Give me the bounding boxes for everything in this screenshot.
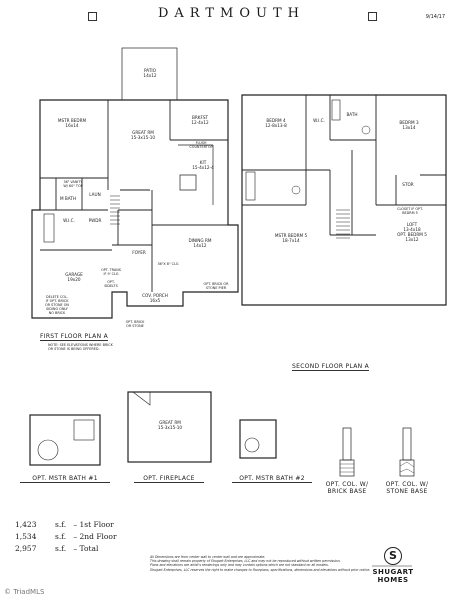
note-opt-trans: OPT. TRANS IF 9' CLG bbox=[101, 268, 121, 276]
note-opt-brick-pier: OPT. BRICK OR STONE PIER bbox=[203, 282, 229, 290]
opt-fireplace-room: GREAT RM 15-3x15-10 bbox=[157, 420, 183, 430]
sqft-unit: s.f. bbox=[55, 520, 67, 529]
room-brkfst: BRKFST 12-4x12 bbox=[191, 115, 209, 125]
room-bath-2nd: BATH bbox=[346, 112, 358, 117]
watermark: © TriadMLS bbox=[4, 588, 45, 596]
room-kit: KIT 15-4x12-4 bbox=[192, 160, 214, 170]
room-mbath: M BATH bbox=[59, 196, 77, 201]
first-floor-caption: FIRST FLOOR PLAN A bbox=[40, 333, 108, 341]
room-dining: DINING RM 14x12 bbox=[188, 238, 212, 248]
revision-date: 9/14/17 bbox=[425, 14, 445, 20]
opt-fireplace-caption: OPT. FIREPLACE bbox=[134, 475, 204, 483]
note-cloth-rods: 36"X 8" CLG bbox=[157, 262, 179, 266]
room-bedrm3: BEDRM 3 13x14 bbox=[399, 120, 419, 130]
room-wic-2nd: W.I.C. bbox=[313, 118, 325, 123]
plan-title: DARTMOUTH bbox=[158, 6, 305, 21]
room-great-rm: GREAT RM 15-3x15-10 bbox=[130, 130, 156, 140]
opt-col-brick-caption: OPT. COL. W/ BRICK BASE bbox=[325, 481, 369, 495]
opt-mstr-bath-1-outline bbox=[29, 414, 101, 466]
note-opt-brick-stone: OPT. BRICK OR STONE bbox=[125, 320, 145, 328]
title-ornament-left-icon bbox=[88, 12, 97, 21]
room-patio: PATIO 14x12 bbox=[143, 68, 157, 78]
sqft-value: 1,423 bbox=[15, 520, 37, 529]
opt-fireplace-outline bbox=[127, 391, 212, 463]
col-stone-drawing bbox=[402, 427, 412, 461]
room-laun: LAUN bbox=[89, 192, 101, 197]
patio-outline bbox=[121, 47, 178, 101]
note-opt-sidelts: OPT. SIDELTS bbox=[104, 280, 118, 288]
room-foyer: FOYER bbox=[132, 250, 146, 255]
room-wic: W.I.C. bbox=[63, 218, 75, 223]
sqft-unit: s.f. bbox=[55, 544, 67, 553]
room-loft: LOFT 13-4x18 OPT. BEDRM 5 13x12 bbox=[397, 222, 427, 242]
disclaimer: All Dimensions are from center wall to c… bbox=[150, 555, 371, 572]
shugart-logo-icon: S bbox=[384, 547, 402, 565]
sqft-value: 1,534 bbox=[15, 532, 37, 541]
title-ornament-right-icon bbox=[368, 12, 377, 21]
room-pwdr: PWDR bbox=[88, 218, 102, 223]
room-mstr-bedrm-2nd: MSTR BEDRM 5 18-7x14 bbox=[274, 233, 308, 243]
brand-name: SHUGART HOMES bbox=[372, 568, 414, 584]
opt-mstr-bath-2-caption: OPT. MSTR BATH #2 bbox=[232, 475, 312, 483]
sqft-label: 1st Floor bbox=[79, 520, 114, 529]
first-floor-note: NOTE: SEE ELEVATIONS WHERE BRICK OR STON… bbox=[48, 343, 113, 351]
room-stor: STOR bbox=[402, 182, 414, 187]
room-garage: GARAGE 19x20 bbox=[65, 272, 83, 282]
sqft-label: 2nd Floor bbox=[79, 532, 117, 541]
opt-mstr-bath-2-outline bbox=[239, 419, 277, 459]
col-brick-drawing bbox=[342, 427, 352, 461]
second-floor-outline bbox=[241, 94, 447, 306]
opt-mstr-bath-1-caption: OPT. MSTR BATH #1 bbox=[20, 475, 110, 483]
note-delete-col: DELETE COL. IF OPT. BRICK OR STONE ON SI… bbox=[45, 295, 69, 315]
sqft-unit: s.f. bbox=[55, 532, 67, 541]
note-opt-closet: CLOSET IF OPT. BEDRM 5 bbox=[397, 207, 423, 215]
room-bedrm4: BEDRM 4 12-8x13-8 bbox=[265, 118, 287, 128]
room-mstr-bedrm: MSTR BEDRM 16x14 bbox=[57, 118, 87, 128]
sqft-value: 2,957 bbox=[15, 544, 37, 553]
room-cov-porch: COV. PORCH 16x5 bbox=[142, 293, 168, 303]
note-flush-counter: FLUSH COUNTERTOP bbox=[189, 141, 213, 149]
opt-col-stone-caption: OPT. COL. W/ STONE BASE bbox=[385, 481, 429, 495]
sqft-label: Total bbox=[79, 544, 99, 553]
second-floor-caption: SECOND FLOOR PLAN A bbox=[292, 363, 370, 371]
note-vanity: 36" VANITY W/ 60" TOP bbox=[63, 180, 83, 188]
